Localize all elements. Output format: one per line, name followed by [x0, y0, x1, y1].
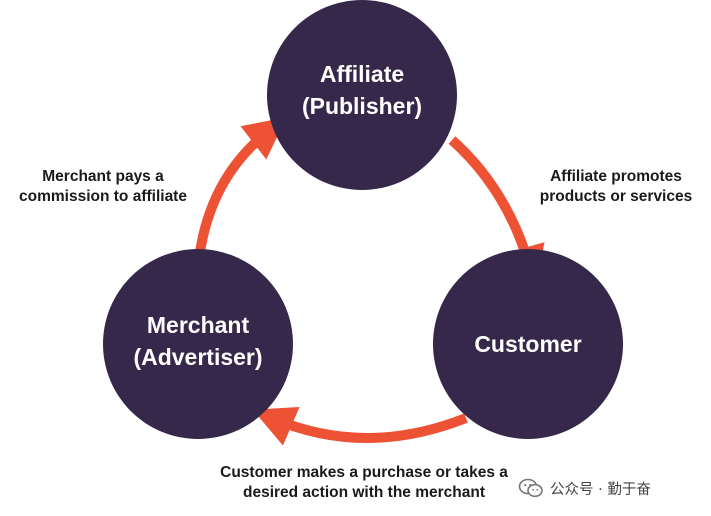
affiliate-node-title: Affiliate	[320, 61, 404, 87]
edge-label-line: products or services	[540, 188, 692, 205]
customer-node: Customer	[433, 249, 623, 439]
edge-label-affiliate-to-customer: Affiliate promotes products or services	[540, 168, 692, 205]
merchant-node-subtitle: (Advertiser)	[133, 344, 262, 370]
edge-label-line: desired action with the merchant	[243, 484, 485, 501]
arrow-affiliate-to-customer	[448, 136, 545, 289]
affiliate-node: Affiliate (Publisher)	[267, 0, 457, 190]
customer-node-title: Customer	[474, 331, 581, 357]
edge-label-line: commission to affiliate	[19, 188, 187, 205]
affiliate-node-subtitle: (Publisher)	[302, 93, 422, 119]
arrow-merchant-to-affiliate	[195, 117, 287, 253]
watermark-text: 公众号 · 勤于奋	[550, 481, 651, 498]
edge-label-customer-to-merchant: Customer makes a purchase or takes a des…	[220, 464, 508, 501]
watermark: 公众号 · 勤于奋	[518, 474, 651, 502]
edge-label-merchant-to-affiliate: Merchant pays a commission to affiliate	[19, 168, 187, 205]
edge-label-line: Customer makes a purchase or takes a	[220, 464, 508, 481]
merchant-node-title: Merchant	[147, 312, 250, 338]
edge-label-line: Merchant pays a	[42, 168, 164, 185]
arrow-customer-to-merchant	[252, 406, 468, 446]
edge-label-line: Affiliate promotes	[550, 168, 682, 185]
wechat-icon	[518, 478, 543, 498]
merchant-node: Merchant (Advertiser)	[103, 249, 293, 439]
